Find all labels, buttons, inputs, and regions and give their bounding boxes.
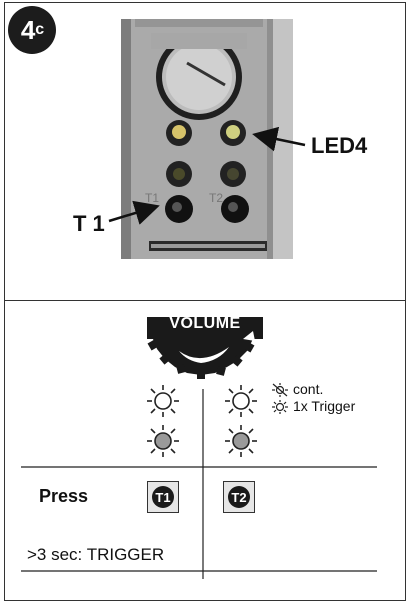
trigger-note: >3 sec: TRIGGER <box>27 545 165 564</box>
legend: cont. 1x Trigger <box>271 381 355 415</box>
led-symbol-row-1 <box>147 385 257 417</box>
volume-dial <box>151 33 247 120</box>
blinking-sun-icon <box>272 382 288 397</box>
volume-label: VOLUME <box>169 315 241 332</box>
t1-label: T 1 <box>73 211 105 236</box>
led-symbol-row-2 <box>147 425 257 457</box>
press-label: Press <box>39 486 89 506</box>
led4-label: LED4 <box>311 133 368 158</box>
legend-text-continuous: cont. <box>293 381 324 397</box>
volume-dial-symbol <box>147 317 263 379</box>
photo-buttons: T1 T2 <box>145 191 249 223</box>
diagram-panel: VOLUME cont. <box>4 300 406 601</box>
callout-arrows <box>108 126 306 225</box>
device-photo: T1 T2 <box>121 19 293 259</box>
step-suffix: c <box>35 21 44 38</box>
photo-mark-t2: T2 <box>209 191 223 205</box>
legend-item-trigger: 1x Trigger <box>271 398 355 415</box>
t1-button-symbol: T1 <box>147 481 179 513</box>
sun-icon <box>272 399 288 414</box>
legend-text-trigger: 1x Trigger <box>293 398 356 414</box>
t2-button-symbol: T2 <box>223 481 255 513</box>
step-number: 4 <box>20 14 36 45</box>
device-photo-drawing: T1 T2 <box>121 19 293 259</box>
led-row-2 <box>166 161 246 187</box>
led-diagram <box>21 317 377 579</box>
t2-button-label: T2 <box>228 486 250 508</box>
t1-button-label: T1 <box>152 486 174 508</box>
legend-item-continuous: cont. <box>271 381 355 398</box>
led-row-1 <box>166 120 246 146</box>
